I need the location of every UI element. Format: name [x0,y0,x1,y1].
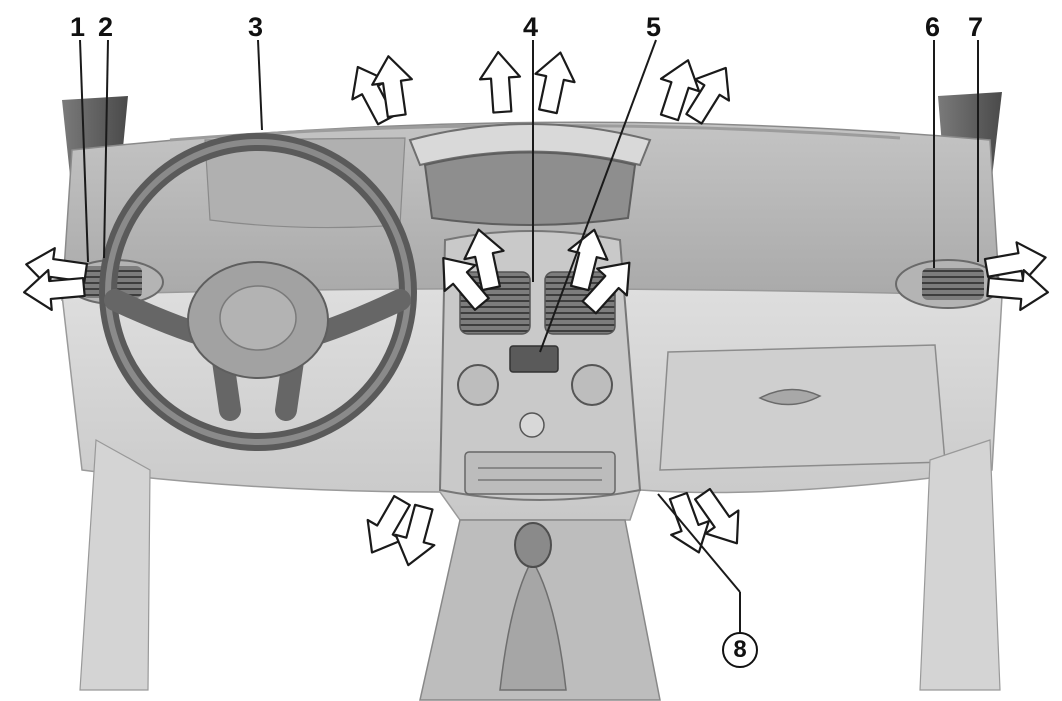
center-display [509,345,559,373]
callout-4: 4 [523,12,539,42]
right-lower-pillar [919,439,1001,691]
callout-1: 1 [70,12,86,42]
callout-leader-lines [79,39,979,634]
hazard-button [519,412,545,438]
climate-knob-left [457,364,499,406]
callout-8: 8 [722,632,758,668]
instrument-binnacle [408,123,652,167]
instrument-display [423,151,637,226]
climate-knob-right [571,364,613,406]
radio-unit [464,451,616,495]
vent-airflow-arrow-icon [527,47,582,117]
callout-7: 7 [968,12,984,42]
left-lower-pillar [79,439,151,691]
glovebox [659,344,946,471]
vent-airflow-arrow-icon [477,49,524,115]
callout-2: 2 [98,12,114,42]
glovebox-handle [758,388,822,406]
gear-knob [514,522,552,568]
callout-6: 6 [925,12,941,42]
callout-5: 5 [646,12,662,42]
callout-3: 3 [248,12,264,42]
steering-wheel-icon [99,133,417,451]
